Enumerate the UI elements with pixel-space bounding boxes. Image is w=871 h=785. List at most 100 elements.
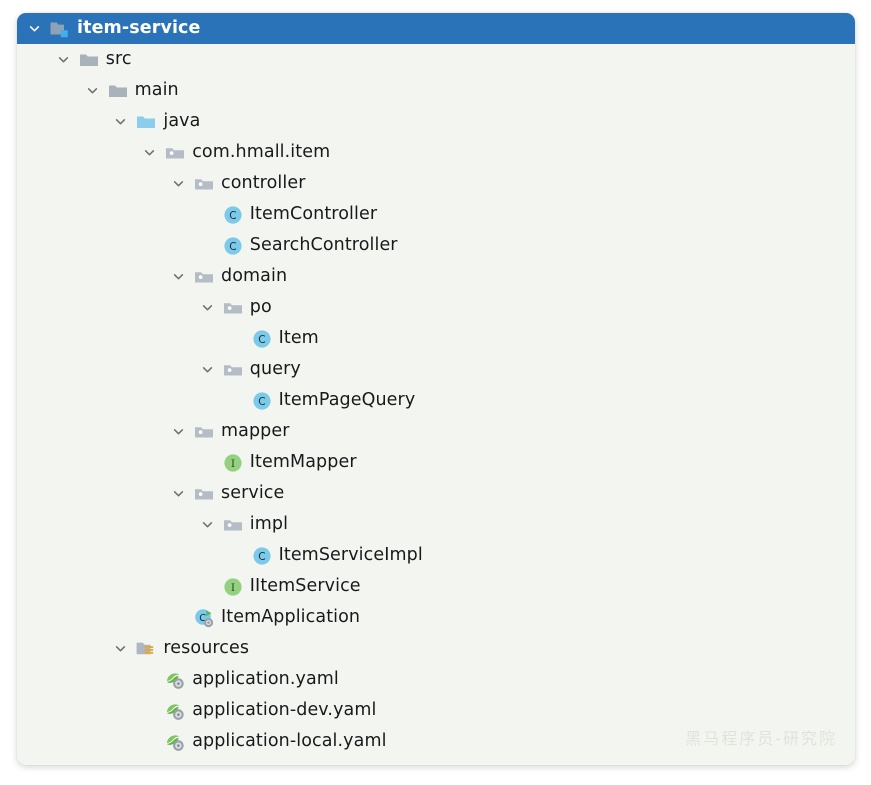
tree-row-main[interactable]: main bbox=[17, 75, 855, 106]
tree-row-impl[interactable]: impl bbox=[17, 509, 855, 540]
chevron-down-icon[interactable] bbox=[113, 641, 128, 656]
chevron-down-icon[interactable] bbox=[113, 114, 128, 129]
package-icon bbox=[193, 483, 215, 505]
tree-row-src[interactable]: src bbox=[17, 44, 855, 75]
package-icon bbox=[222, 297, 244, 319]
folder-grey-icon bbox=[78, 49, 100, 71]
tree-row-query[interactable]: query bbox=[17, 354, 855, 385]
tree-item-label: java bbox=[163, 110, 201, 131]
interface-icon: I bbox=[222, 576, 244, 598]
tree-item-label: SearchController bbox=[249, 234, 398, 255]
package-icon bbox=[193, 266, 215, 288]
tree-item-label: application-local.yaml bbox=[192, 730, 387, 751]
chevron-down-icon[interactable] bbox=[200, 362, 215, 377]
package-icon bbox=[193, 421, 215, 443]
tree-item-label: IItemService bbox=[249, 575, 361, 596]
tree-item-label: controller bbox=[221, 172, 306, 193]
tree-row-java[interactable]: java bbox=[17, 106, 855, 137]
folder-resources-icon bbox=[135, 638, 157, 660]
indent-spacer bbox=[17, 617, 171, 618]
tree-row-mapper[interactable]: mapper bbox=[17, 416, 855, 447]
svg-text:C: C bbox=[258, 551, 265, 563]
svg-text:C: C bbox=[258, 396, 265, 408]
class-icon: C bbox=[251, 328, 273, 350]
module-folder-icon bbox=[49, 18, 71, 40]
tree-item-label: resources bbox=[163, 637, 250, 658]
tree-row-item[interactable]: C Item bbox=[17, 323, 855, 354]
indent-spacer bbox=[17, 431, 171, 432]
chevron-down-icon[interactable] bbox=[171, 176, 186, 191]
chevron-down-icon[interactable] bbox=[56, 52, 71, 67]
interface-icon: I bbox=[222, 452, 244, 474]
indent-spacer bbox=[17, 307, 200, 308]
spring-yaml-icon bbox=[164, 731, 186, 753]
indent-spacer bbox=[17, 741, 142, 742]
indent-spacer bbox=[17, 648, 113, 649]
chevron-down-icon[interactable] bbox=[171, 269, 186, 284]
tree-item-label: com.hmall.item bbox=[192, 141, 331, 162]
tree-item-label: application-dev.yaml bbox=[192, 699, 377, 720]
tree-row-resources[interactable]: resources bbox=[17, 633, 855, 664]
tree-row-itemserviceimpl[interactable]: C ItemServiceImpl bbox=[17, 540, 855, 571]
spring-boot-app-icon: C bbox=[193, 607, 215, 629]
tree-row-service[interactable]: service bbox=[17, 478, 855, 509]
chevron-down-icon[interactable] bbox=[142, 145, 157, 160]
package-icon bbox=[222, 514, 244, 536]
tree-item-label: application.yaml bbox=[192, 668, 339, 689]
tree-row-po[interactable]: po bbox=[17, 292, 855, 323]
tree-item-label: po bbox=[249, 296, 272, 317]
tree-row-searchcontroller[interactable]: C SearchController bbox=[17, 230, 855, 261]
svg-text:C: C bbox=[258, 334, 265, 346]
svg-text:I: I bbox=[231, 583, 235, 594]
watermark: 黑马程序员-研究院 bbox=[685, 729, 837, 748]
spring-yaml-icon bbox=[164, 669, 186, 691]
class-icon: C bbox=[222, 204, 244, 226]
chevron-down-icon[interactable] bbox=[85, 83, 100, 98]
svg-text:C: C bbox=[199, 612, 206, 623]
tree-row-item-service[interactable]: item-service bbox=[17, 13, 855, 44]
tree-item-label: impl bbox=[249, 513, 289, 534]
class-icon: C bbox=[251, 545, 273, 567]
tree-item-label: ItemApplication bbox=[221, 606, 361, 627]
tree-row-itempagequery[interactable]: C ItemPageQuery bbox=[17, 385, 855, 416]
tree-row-com-hmall-item[interactable]: com.hmall.item bbox=[17, 137, 855, 168]
package-icon bbox=[193, 173, 215, 195]
indent-spacer bbox=[17, 369, 200, 370]
tree-row-itemapplication[interactable]: C ItemApplication bbox=[17, 602, 855, 633]
chevron-down-icon[interactable] bbox=[171, 424, 186, 439]
class-icon: C bbox=[222, 235, 244, 257]
tree-item-label: Item bbox=[278, 327, 319, 348]
indent-spacer bbox=[17, 555, 229, 556]
indent-spacer bbox=[17, 152, 142, 153]
tree-row-iitemservice[interactable]: I IItemService bbox=[17, 571, 855, 602]
tree-item-label: ItemServiceImpl bbox=[278, 544, 423, 565]
tree-row-controller[interactable]: controller bbox=[17, 168, 855, 199]
tree-item-label: ItemMapper bbox=[249, 451, 357, 472]
chevron-down-icon[interactable] bbox=[27, 21, 42, 36]
tree-row-application-dev-yaml[interactable]: application-dev.yaml bbox=[17, 695, 855, 726]
chevron-down-icon[interactable] bbox=[200, 300, 215, 315]
tree-item-label: ItemPageQuery bbox=[278, 389, 416, 410]
chevron-down-icon[interactable] bbox=[171, 486, 186, 501]
tree-row-application-local-yaml[interactable]: application-local.yaml bbox=[17, 726, 855, 757]
indent-spacer bbox=[17, 214, 200, 215]
svg-text:C: C bbox=[229, 241, 236, 253]
chevron-down-icon[interactable] bbox=[200, 517, 215, 532]
tree-item-label: ItemController bbox=[249, 203, 378, 224]
svg-text:C: C bbox=[229, 210, 236, 222]
indent-spacer bbox=[17, 59, 56, 60]
indent-spacer bbox=[17, 276, 171, 277]
tree-item-label: service bbox=[221, 482, 285, 503]
tree-row-itemcontroller[interactable]: C ItemController bbox=[17, 199, 855, 230]
class-icon: C bbox=[251, 390, 273, 412]
package-icon bbox=[164, 142, 186, 164]
indent-spacer bbox=[17, 586, 200, 587]
tree-row-domain[interactable]: domain bbox=[17, 261, 855, 292]
indent-spacer bbox=[17, 462, 200, 463]
tree-row-application-yaml[interactable]: application.yaml bbox=[17, 664, 855, 695]
package-icon bbox=[222, 359, 244, 381]
